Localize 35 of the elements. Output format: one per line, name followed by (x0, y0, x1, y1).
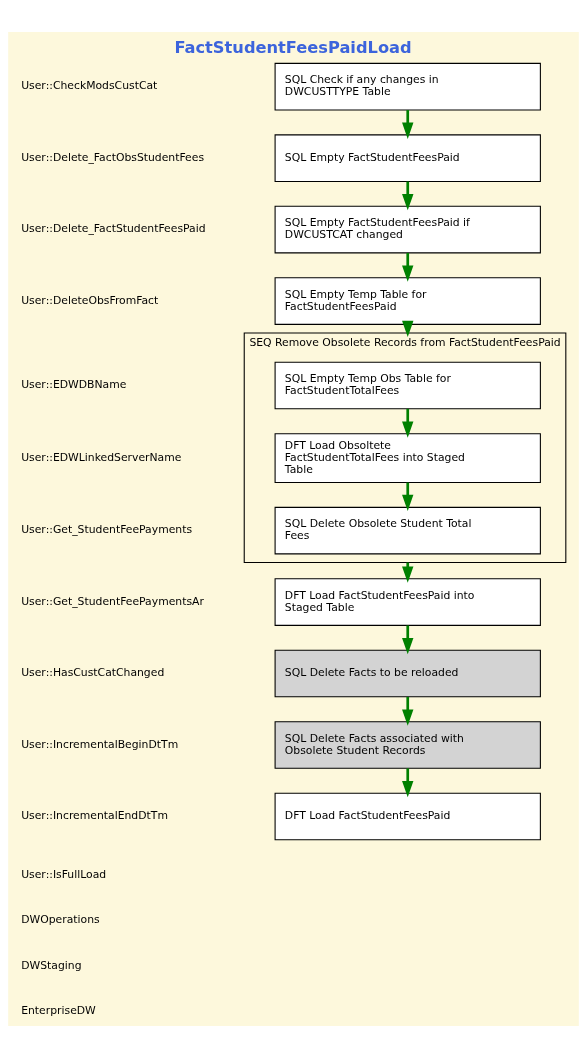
arrow (402, 109, 414, 139)
arrow (402, 625, 414, 654)
label: DWOperations (21, 912, 100, 926)
label: User::Get_StudentFeePayments (21, 522, 193, 536)
label: EnterpriseDW (21, 1003, 96, 1017)
node-box: SQL Empty FactStudentFeesPaid (274, 133, 541, 182)
label: User::CheckModsCustCat (21, 78, 158, 92)
node-box: SQL Check if any changes in DWCUSTTYPE Table (274, 62, 541, 110)
node-box: SQL Empty FactStudentFeesPaid if DWCUSTCAT changed (274, 205, 541, 253)
arrow (402, 696, 414, 726)
label: User::IncrementalBeginDtTm (21, 737, 179, 751)
label: User::Get_StudentFeePaymentsAr (21, 594, 204, 608)
label: User::EDWLinkedServerName (21, 450, 182, 464)
node-box: DFT Load FactStudentFeesPaid into Staged Table (274, 577, 541, 626)
node-box: SQL Delete Obsolete Student Total Fees (274, 506, 541, 554)
label: DWStaging (21, 958, 82, 972)
arrow (402, 408, 414, 438)
arrow (402, 767, 414, 797)
label: User::IncrementalEndDtTm (21, 808, 168, 822)
arrow (402, 482, 414, 511)
label: User::Delete_FactObsStudentFees (21, 150, 205, 164)
label: User::EDWDBName (21, 377, 127, 391)
arrow (402, 181, 414, 210)
node-box: SQL Delete Facts associated with Obsolete Student Records (274, 720, 541, 769)
label: User::IsFullLoad (21, 867, 107, 881)
arrow (402, 252, 414, 282)
node-box: SQL Delete Facts to be reloaded (274, 649, 541, 697)
diagram-title: FactStudentFeesPaidLoad (174, 37, 412, 57)
label: User::DeleteObsFromFact (21, 293, 159, 307)
node-box: DFT Load FactStudentFeesPaid (274, 792, 541, 840)
node-box: SQL Empty Temp Obs Table for FactStudentTotalFees (274, 361, 541, 409)
node-box: DFT Load Obsoltete FactStudentTotalFees into Staged Table (274, 432, 541, 483)
label: User::Delete_FactStudentFeesPaid (21, 221, 206, 235)
label: User::HasCustCatChanged (21, 665, 165, 679)
arrow (402, 320, 414, 337)
